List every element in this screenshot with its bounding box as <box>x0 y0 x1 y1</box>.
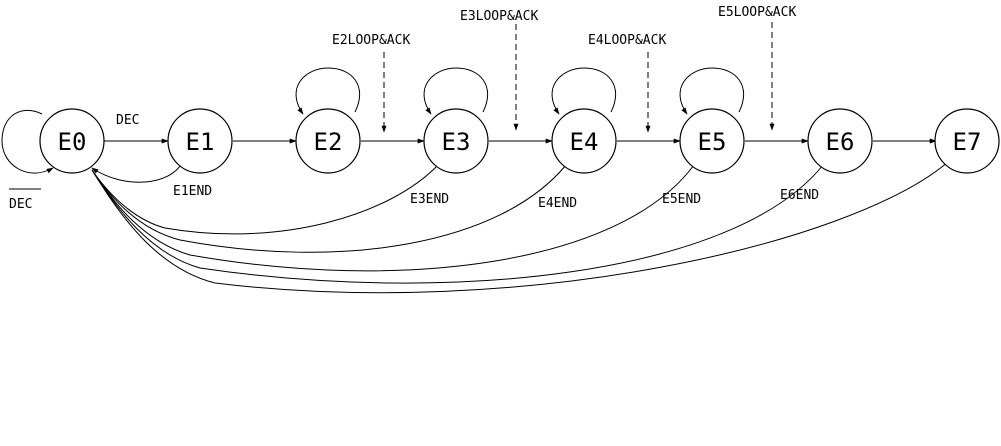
label-e4loop-ack: E4LOOP&ACK <box>588 33 666 48</box>
state-e4-circle <box>551 108 617 174</box>
edge-e0-self-loop <box>1 109 54 174</box>
state-e3-label: E3 <box>442 128 471 156</box>
edge-e6-e0 <box>91 164 824 284</box>
edge-e4-e0 <box>91 164 567 253</box>
state-e3-circle <box>423 108 489 174</box>
state-e6[interactable]: E6 <box>807 108 873 174</box>
state-e4-label: E4 <box>570 128 599 156</box>
state-e0[interactable]: E0 <box>39 108 105 174</box>
state-e1-circle <box>167 108 233 174</box>
state-e5-circle <box>679 108 745 174</box>
label-e5loop-ack: E5LOOP&ACK <box>718 5 796 20</box>
state-e0-circle <box>39 108 105 174</box>
label-e5end: E5END <box>662 192 701 207</box>
edge-e4-self-loop <box>551 67 617 115</box>
label-e4end: E4END <box>538 196 577 211</box>
edge-e5-self-loop <box>679 67 745 115</box>
state-e1-label: E1 <box>186 128 215 156</box>
edge-e7-e0 <box>91 161 949 294</box>
edge-e1-e0 <box>91 162 183 183</box>
states-layer: E0 E1 E2 E3 E4 E5 E6 E7 <box>39 108 1000 174</box>
state-e7[interactable]: E7 <box>934 108 1000 174</box>
state-e5-label: E5 <box>698 128 727 156</box>
label-dec-bar: DEC <box>9 197 32 212</box>
state-e7-circle <box>934 108 1000 174</box>
edge-e3-e0 <box>91 164 439 235</box>
labels-layer: DEC DEC E1END E3END E4END E5END E6END E2… <box>9 5 819 212</box>
label-e6end: E6END <box>780 188 819 203</box>
label-e3end: E3END <box>410 192 449 207</box>
state-e5[interactable]: E5 <box>679 108 745 174</box>
state-e0-label: E0 <box>58 128 87 156</box>
state-e2-label: E2 <box>314 128 343 156</box>
state-e7-label: E7 <box>953 128 982 156</box>
label-e2loop-ack: E2LOOP&ACK <box>332 33 410 48</box>
label-e3loop-ack: E3LOOP&ACK <box>460 9 538 24</box>
label-e1end: E1END <box>173 184 212 199</box>
state-e2-circle <box>295 108 361 174</box>
state-e1[interactable]: E1 <box>167 108 233 174</box>
state-e6-circle <box>807 108 873 174</box>
state-e6-label: E6 <box>826 128 855 156</box>
state-e2[interactable]: E2 <box>295 108 361 174</box>
state-e3[interactable]: E3 <box>423 108 489 174</box>
edge-e3-self-loop <box>423 67 489 115</box>
edge-e2-self-loop <box>295 67 361 115</box>
edges-layer <box>1 22 949 294</box>
state-e4[interactable]: E4 <box>551 108 617 174</box>
label-dec-e0-e1: DEC <box>116 113 139 128</box>
edge-e5-e0 <box>91 164 695 272</box>
